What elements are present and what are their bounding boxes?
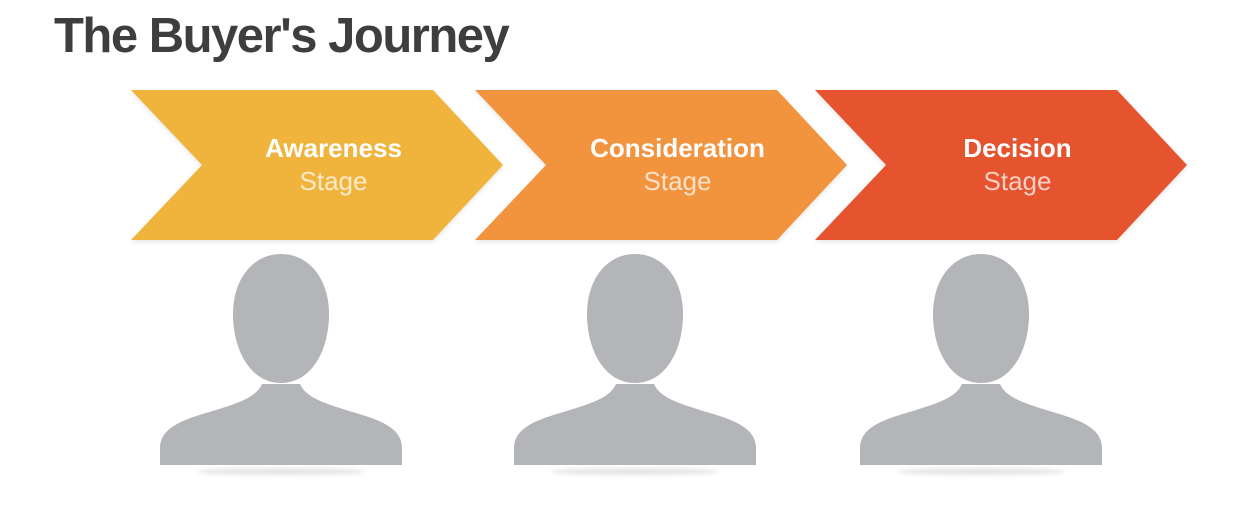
stage-consideration-label: Consideration Stage xyxy=(475,90,848,240)
stage-name: Awareness xyxy=(265,133,402,163)
chevron-arrow-icon xyxy=(815,90,1187,240)
stage-subtitle: Stage xyxy=(643,166,712,196)
stage-name: Consideration xyxy=(590,133,765,163)
figure-shadow xyxy=(896,468,1066,475)
figure-shadow xyxy=(550,468,720,475)
stage-subtitle: Stage xyxy=(983,166,1052,196)
stage-consideration: Consideration Stage xyxy=(475,90,848,240)
stage-decision-label: Decision Stage xyxy=(815,90,1188,240)
chevron-arrow-icon xyxy=(475,90,847,240)
person-silhouette-icon xyxy=(160,254,402,465)
person-silhouette-icon xyxy=(860,254,1102,465)
figure-shadow xyxy=(196,468,366,475)
stage-name: Decision xyxy=(963,133,1072,163)
stage-decision: Decision Stage xyxy=(815,90,1188,240)
stage-awareness: Awareness Stage xyxy=(131,90,504,240)
stage-awareness-label: Awareness Stage xyxy=(131,90,504,240)
chevron-arrow-icon xyxy=(131,90,503,240)
person-silhouette-icon xyxy=(514,254,756,465)
page-title: The Buyer's Journey xyxy=(54,9,510,63)
stage-subtitle: Stage xyxy=(299,166,368,196)
